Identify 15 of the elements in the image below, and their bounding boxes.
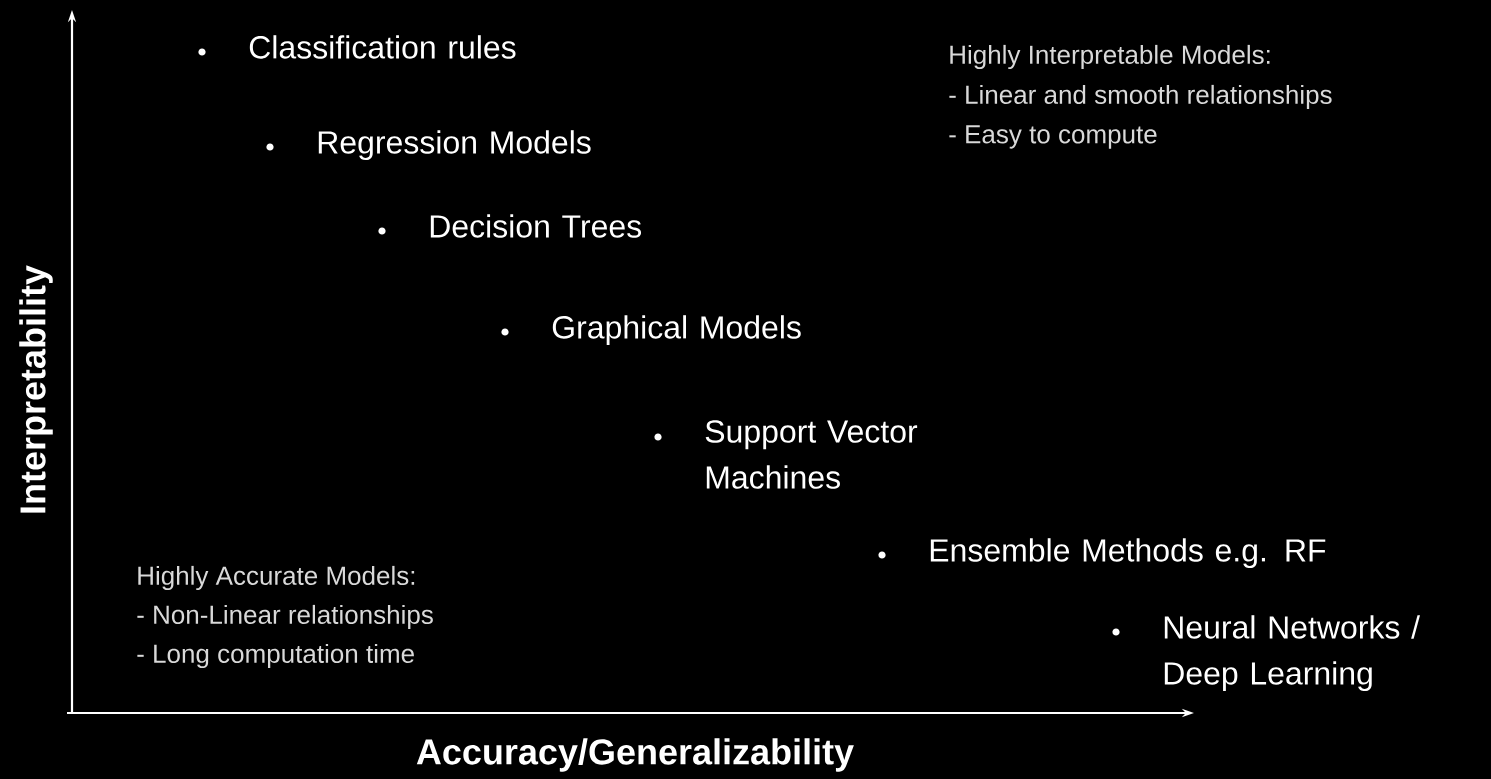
axis-label: Accuracy/Generalizability: [416, 738, 854, 772]
model-label: Regression Models: [318, 130, 591, 160]
model-label: Ensemble Methods e.g. RF: [930, 538, 1326, 568]
note-text: - Non-Linear relationships: [137, 604, 433, 630]
axis-label: Interpretability: [19, 265, 53, 513]
note-text: - Linear and smooth relationships: [949, 84, 1332, 110]
note-text: - Easy to compute: [949, 125, 1157, 149]
note-text: - Long computation time: [137, 643, 414, 669]
model-label: Classification rules: [249, 35, 516, 59]
model-label: Support Vector Machines: [705, 420, 918, 489]
model-label: Neural Networks / Deep Learning: [1164, 615, 1420, 691]
model-label: Graphical Models: [552, 315, 801, 345]
note-text: Highly Interpretable Models:: [950, 44, 1270, 70]
model-label: Decision Trees: [430, 214, 642, 238]
note-text: Highly Accurate Models:: [138, 565, 415, 591]
